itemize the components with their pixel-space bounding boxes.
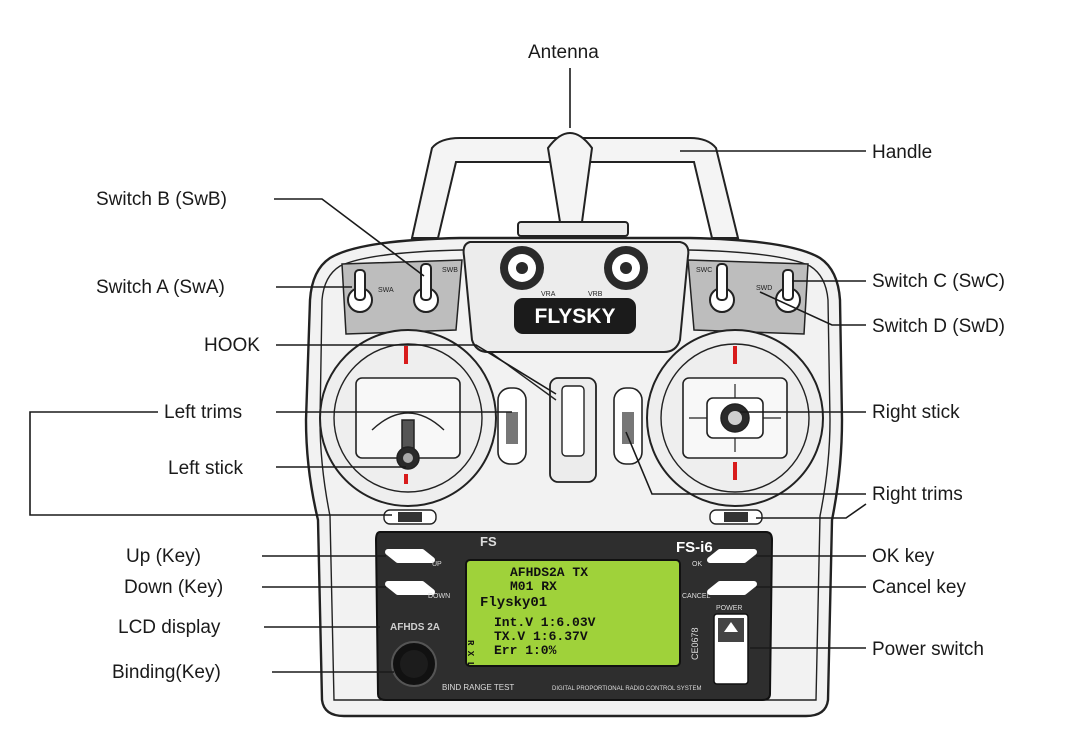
left-gimbal (319, 329, 497, 507)
down-key[interactable] (385, 581, 435, 595)
vrb-knob[interactable] (604, 246, 648, 290)
callout-right-stick: Right stick (872, 402, 960, 423)
callout-ok-key: OK key (872, 546, 935, 567)
afhds-badge: AFHDS 2A (390, 622, 440, 633)
callouts: Antenna Handle Switch B (SwB) Switch A (… (29, 42, 1005, 683)
hook (489, 351, 597, 483)
lcd-line-2: M01 RX (510, 579, 557, 594)
cancel-key-label: CANCEL (682, 593, 711, 600)
ok-key-label: OK (692, 561, 702, 568)
callout-cancel-key: Cancel key (872, 577, 966, 598)
leader-left-trims-h (29, 411, 392, 516)
swc-tag: SWC (696, 267, 712, 274)
callout-left-stick: Left stick (168, 458, 243, 479)
cancel-key[interactable] (707, 581, 757, 595)
flysky-badge (514, 298, 636, 334)
callout-switch-c: Switch C (SwC) (872, 271, 1005, 292)
antenna (546, 132, 594, 223)
down-key-label: DOWN (428, 593, 450, 600)
vra-knob[interactable] (500, 246, 544, 290)
callout-switch-d: Switch D (SwD) (872, 316, 1005, 337)
switch-c[interactable] (709, 263, 735, 313)
power-label: POWER (716, 605, 742, 612)
callout-hook: HOOK (204, 335, 260, 356)
swb-tag: SWB (442, 267, 458, 274)
vrb-label: VRB (588, 291, 603, 298)
binding-key[interactable] (391, 641, 437, 687)
lcd-display: AFHDS2A TX M01 RX Flysky01 Int.V 1:6.03V… (465, 559, 681, 667)
callout-left-trims: Left trims (164, 402, 242, 423)
leader-switch-d (759, 291, 866, 326)
callout-switch-b: Switch B (SwB) (96, 189, 227, 210)
callout-handle: Handle (872, 142, 932, 163)
switch-d[interactable] (775, 269, 801, 313)
callout-switch-a: Switch A (SwA) (96, 277, 225, 298)
swd-tag: SWD (756, 285, 772, 292)
top-brand-mark: FS (480, 534, 497, 549)
lcd-side-letters: R X L (465, 640, 475, 667)
right-horizontal-trim[interactable] (709, 509, 763, 525)
swa-tag: SWA (378, 287, 394, 294)
transmitter-body: VRA VRB FLYSKY SWA SWB (304, 132, 844, 718)
model-name: FS-i6 (676, 539, 713, 556)
serial-number: CE0678 (690, 627, 700, 660)
callout-power-switch: Power switch (872, 639, 984, 660)
leader-hook (276, 344, 557, 395)
lcd-line-3: Flysky01 (480, 595, 547, 611)
left-stick[interactable] (396, 419, 420, 470)
callout-lcd-display: LCD display (118, 617, 221, 638)
top-panel (462, 241, 690, 353)
callout-down-key: Down (Key) (124, 577, 223, 598)
left-horizontal-trim[interactable] (383, 509, 437, 525)
bind-range-label: BIND RANGE TEST (442, 683, 514, 692)
switch-a[interactable] (347, 269, 373, 313)
lcd-line-6: Err 1:0% (494, 643, 557, 658)
left-vertical-trim[interactable] (497, 387, 527, 465)
power-switch[interactable] (713, 613, 749, 685)
switch-b[interactable] (413, 263, 439, 313)
lcd-line-5: TX.V 1:6.37V (494, 629, 588, 644)
up-key[interactable] (385, 549, 435, 563)
callout-antenna: Antenna (528, 42, 599, 63)
lcd-line-1: AFHDS2A TX (510, 565, 588, 580)
brand-logo: FLYSKY (535, 305, 616, 328)
leader-right-trims-h (756, 503, 867, 519)
lcd-line-4: Int.V 1:6.03V (494, 615, 596, 630)
right-stick[interactable] (706, 397, 764, 439)
footer-text: DIGITAL PROPORTIONAL RADIO CONTROL SYSTE… (552, 686, 701, 692)
callout-binding-key: Binding(Key) (112, 662, 221, 683)
vra-label: VRA (541, 291, 556, 298)
right-vertical-trim[interactable] (613, 387, 643, 465)
leader-right-trims-v (625, 431, 866, 495)
leader-switch-b (274, 198, 425, 277)
antenna-base (517, 221, 629, 237)
up-key-label: UP (432, 561, 442, 568)
ok-key[interactable] (707, 549, 757, 563)
callout-up-key: Up (Key) (126, 546, 201, 567)
callout-right-trims: Right trims (872, 484, 963, 505)
